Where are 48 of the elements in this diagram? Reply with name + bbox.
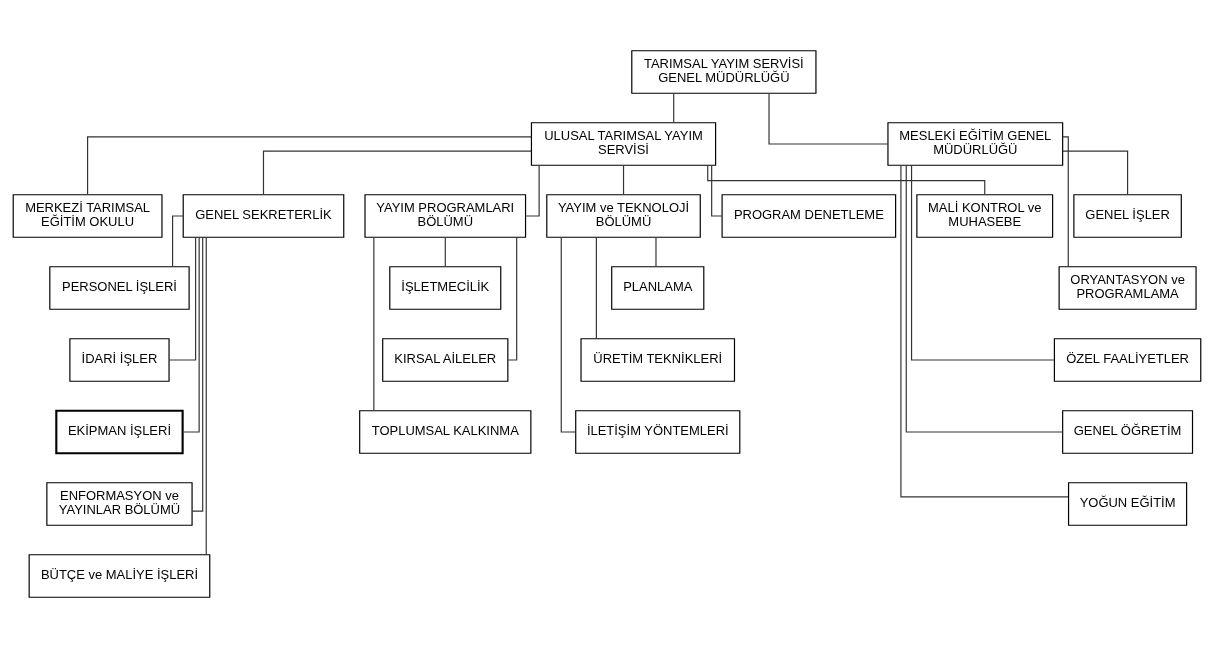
node-box: TARIMSAL YAYIM SERVİSİ GENEL MÜDÜRLÜĞÜ (631, 50, 817, 94)
connector (711, 165, 723, 217)
connector (444, 237, 446, 267)
node-box: MALİ KONTROL ve MUHASEBE (916, 194, 1054, 238)
node-box: EKİPMAN İŞLERİ (55, 409, 184, 455)
node-box: TOPLUMSAL KALKINMA (359, 410, 532, 454)
node-box: PERSONEL İŞLERİ (49, 266, 190, 310)
node-box: YAYIM PROGRAMLARI BÖLÜMÜ (364, 194, 527, 238)
node-box: GENEL ÖĞRETİM (1062, 410, 1194, 454)
connector (900, 164, 1069, 498)
node-box: MESLEKİ EĞİTİM GENEL MÜDÜRLÜĞÜ (887, 122, 1064, 166)
node-box: YAYIM ve TEKNOLOJİ BÖLÜMÜ (546, 194, 701, 238)
node-box: PLANLAMA (611, 266, 705, 310)
connector (1062, 150, 1129, 196)
connector (910, 164, 1055, 361)
connector (182, 236, 200, 433)
connector (87, 136, 532, 195)
connector (673, 92, 675, 123)
node-box: PROGRAM DENETLEME (721, 194, 897, 238)
connector (168, 236, 197, 361)
node-box: ORYANTASYON ve PROGRAMLAMA (1058, 266, 1197, 310)
node-box: MERKEZİ TARIMSAL EĞİTİM OKULU (12, 194, 163, 238)
connector (373, 236, 375, 412)
node-box: İŞLETMECİLİK (389, 266, 502, 310)
connector (191, 237, 204, 512)
node-box: ULUSAL TARIMSAL YAYIM SERVİSİ (530, 122, 717, 166)
node-box: İLETİŞİM YÖNTEMLERİ (575, 410, 741, 454)
connector (1062, 136, 1069, 268)
node-box: YOĞUN EĞİTİM (1067, 482, 1188, 526)
connector (768, 92, 889, 145)
node-box: GENEL SEKRETERLİK (182, 194, 345, 238)
node-box: GENEL İŞLER (1073, 194, 1182, 238)
connector (707, 164, 986, 196)
connector (905, 165, 1063, 433)
connector (262, 150, 532, 196)
node-box: ÜRETİM TEKNİKLERİ (580, 338, 736, 382)
node-box: ÖZEL FAALİYETLER (1053, 338, 1202, 382)
connector (595, 236, 597, 340)
connector (622, 165, 625, 195)
node-box: BÜTÇE ve MALİYE İŞLERİ (28, 554, 211, 598)
node-box: İDARİ İŞLER (69, 338, 170, 382)
connector (205, 236, 207, 556)
connector (655, 237, 657, 267)
connector (507, 236, 518, 361)
node-box: ENFORMASYON ve YAYINLAR BÖLÜMÜ (46, 482, 193, 526)
connector (525, 165, 540, 217)
node-box: KIRSAL AİLELER (382, 338, 509, 382)
connector (172, 215, 184, 267)
